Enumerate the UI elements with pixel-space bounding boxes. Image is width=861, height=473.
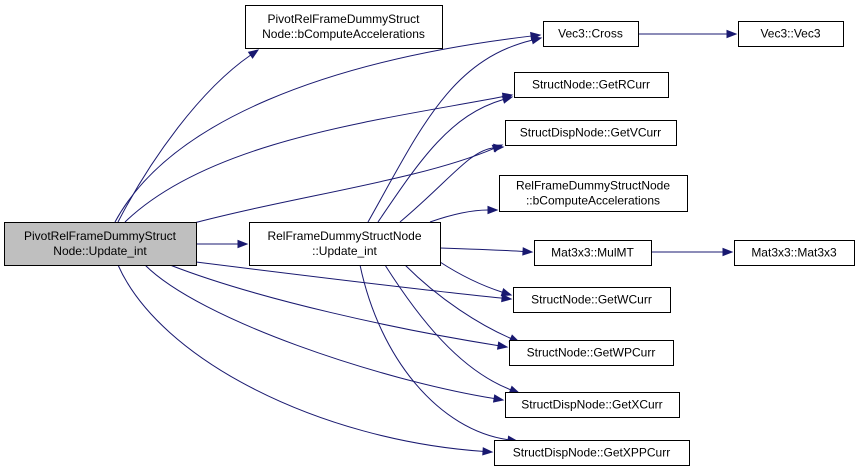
node-pivot-bcompute[interactable]: PivotRelFrameDummyStructNode::bComputeAc…: [245, 5, 443, 49]
node-label-line: PivotRelFrameDummyStruct: [267, 12, 420, 26]
arrowhead-icon: [522, 247, 534, 256]
edge-relframe_update-to-mulmt: [439, 247, 534, 256]
node-label-line: ::bComputeAccelerations: [526, 194, 660, 208]
edge-line: [429, 209, 489, 223]
edge-vec3_cross-to-vec3_vec3: [638, 29, 738, 39]
edge-line: [367, 39, 533, 223]
arrowhead-icon: [726, 29, 738, 39]
arrowhead-icon: [530, 36, 543, 45]
edge-line: [195, 261, 503, 299]
edge-line: [117, 54, 251, 223]
node-label-line: Vec3::Vec3: [760, 27, 820, 41]
arrowhead-icon: [482, 447, 494, 456]
edge-relframe_update-to-getvcurr: [399, 143, 505, 223]
node-mulmt[interactable]: Mat3x3::MulMT: [534, 240, 652, 266]
node-getxppcurr[interactable]: StructDispNode::GetXPPCurr: [494, 440, 690, 466]
node-label-line: PivotRelFrameDummyStruct: [24, 229, 177, 243]
node-label-line: StructDispNode::GetXPPCurr: [513, 446, 670, 460]
edge-line: [169, 264, 499, 347]
node-box: [499, 175, 688, 212]
node-box: [509, 340, 674, 366]
graph-nodes: PivotRelFrameDummyStructNode::Update_int…: [4, 5, 855, 466]
edge-root-to-getwpcurr: [169, 264, 509, 350]
edge-line: [384, 264, 511, 391]
node-getwpcurr[interactable]: StructNode::GetWPCurr: [509, 340, 674, 366]
edge-line: [144, 264, 495, 400]
edge-line: [399, 147, 495, 223]
edge-mulmt-to-mat3x3: [651, 247, 734, 257]
node-box: [534, 240, 652, 266]
node-mat3x3[interactable]: Mat3x3::Mat3x3: [734, 240, 855, 266]
edge-line: [124, 96, 504, 223]
edge-line: [404, 264, 511, 339]
node-box: [249, 222, 441, 266]
node-label-line: StructNode::GetWPCurr: [527, 346, 656, 360]
node-getrcurr[interactable]: StructNode::GetRCurr: [514, 72, 669, 98]
node-relframe-update[interactable]: RelFrameDummyStructNode::Update_int: [249, 222, 441, 266]
node-box: [505, 120, 677, 146]
node-getvcurr[interactable]: StructDispNode::GetVCurr: [505, 120, 677, 146]
node-box: [738, 21, 844, 47]
node-label-line: Mat3x3::Mat3x3: [751, 246, 837, 260]
arrowhead-icon: [247, 49, 260, 59]
node-box: [494, 440, 690, 466]
arrowhead-icon: [501, 293, 513, 303]
node-box: [734, 240, 855, 266]
node-label-line: StructNode::GetWCurr: [531, 293, 652, 307]
edge-relframe_update-to-relframe_bcompute: [429, 205, 499, 223]
node-box: [514, 72, 669, 98]
arrowhead-icon: [500, 288, 513, 297]
edge-root-to-relframe_update: [196, 239, 249, 249]
arrowhead-icon: [493, 143, 505, 153]
edge-relframe_update-to-getrcurr: [377, 95, 514, 223]
graph-edges: [114, 29, 738, 456]
node-label-line: StructDispNode::GetVCurr: [520, 126, 661, 140]
edge-root-to-getrcurr: [124, 92, 514, 223]
arrowhead-icon: [501, 95, 514, 104]
edge-relframe_update-to-vec3_cross: [367, 36, 543, 223]
edge-relframe_update-to-getxcurr: [384, 264, 521, 394]
edge-root-to-pivot_bcompute: [117, 49, 260, 223]
edge-root-to-getxppcurr: [117, 264, 494, 456]
node-vec3-vec3[interactable]: Vec3::Vec3: [738, 21, 844, 47]
edge-relframe_update-to-getwpcurr: [404, 264, 521, 343]
edge-line: [359, 264, 509, 441]
node-label-line: Node::bComputeAccelerations: [262, 27, 425, 41]
node-label-line: RelFrameDummyStructNode: [267, 229, 421, 243]
node-getwcurr[interactable]: StructNode::GetWCurr: [513, 287, 671, 313]
arrowhead-icon: [722, 247, 734, 257]
arrowhead-icon: [492, 394, 505, 403]
node-vec3-cross[interactable]: Vec3::Cross: [543, 21, 639, 47]
node-label-line: Mat3x3::MulMT: [551, 246, 634, 260]
edge-line: [117, 264, 484, 452]
edge-relframe_update-to-getwcurr: [439, 261, 513, 297]
node-label-line: RelFrameDummyStructNode: [516, 179, 670, 193]
node-getxcurr[interactable]: StructDispNode::GetXCurr: [505, 392, 680, 418]
node-box: [245, 5, 443, 49]
edge-line: [377, 99, 504, 223]
edge-root-to-getxcurr: [144, 264, 505, 403]
node-label-line: StructDispNode::GetXCurr: [521, 398, 662, 412]
node-box: [4, 222, 197, 266]
node-box: [505, 392, 680, 418]
node-box: [543, 21, 639, 47]
edge-root-to-getwcurr: [195, 261, 513, 303]
edge-line: [439, 261, 503, 293]
edge-line: [114, 35, 532, 223]
node-box: [513, 287, 671, 313]
arrowhead-icon: [237, 239, 249, 249]
node-label-line: Vec3::Cross: [558, 27, 623, 41]
node-relframe-bcompute[interactable]: RelFrameDummyStructNode::bComputeAcceler…: [499, 175, 688, 212]
arrowhead-icon: [496, 341, 509, 350]
edge-line: [189, 148, 494, 225]
node-label-line: StructNode::GetRCurr: [532, 78, 650, 92]
node-label-line: ::Update_int: [312, 244, 377, 258]
edge-line: [439, 247, 524, 252]
arrowhead-icon: [487, 205, 499, 215]
node-label-line: Node::Update_int: [53, 244, 147, 258]
